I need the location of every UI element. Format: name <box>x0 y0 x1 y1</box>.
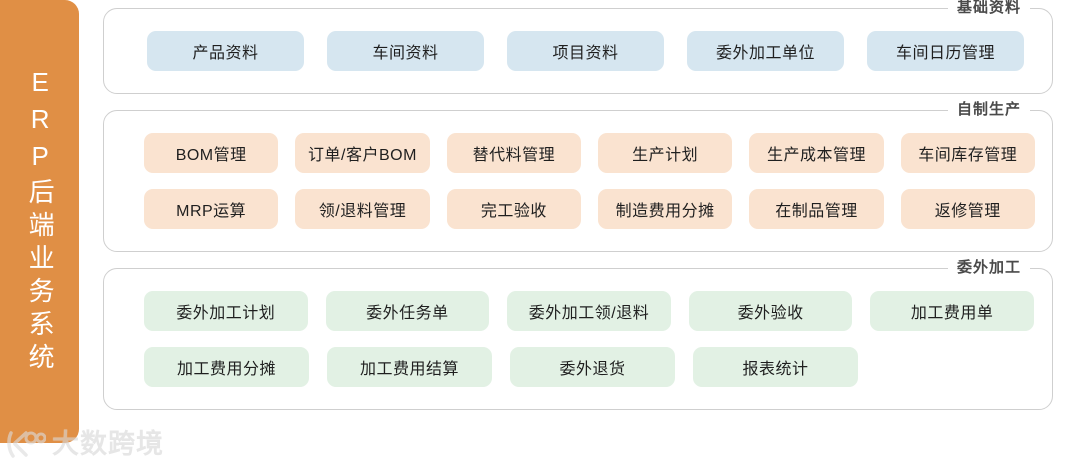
chip-row: 委外加工计划 委外任务单 委外加工领/退料 委外验收 加工费用单 <box>144 291 1052 331</box>
module-chip[interactable]: 替代料管理 <box>446 133 581 173</box>
module-chip[interactable]: 车间日历管理 <box>867 31 1024 71</box>
panel-outsourced-processing: 委外加工 委外加工计划 委外任务单 委外加工领/退料 委外验收 加工费用单 加工… <box>103 258 1053 410</box>
module-chip[interactable]: 产品资料 <box>147 31 304 71</box>
module-chip[interactable]: 委外加工领/退料 <box>507 291 671 331</box>
module-chip[interactable]: 加工费用单 <box>870 291 1034 331</box>
module-chip[interactable]: 领/退料管理 <box>295 189 430 229</box>
module-chip[interactable]: 报表统计 <box>693 347 858 387</box>
module-chip[interactable]: 生产计划 <box>597 133 733 173</box>
panel-body-basic-data: 产品资料 车间资料 项目资料 委外加工单位 车间日历管理 <box>104 9 1052 93</box>
panel-legend-outsourced-processing: 委外加工 <box>947 258 1030 278</box>
module-chip[interactable]: 完工验收 <box>446 189 581 229</box>
module-chip[interactable]: 委外任务单 <box>325 291 490 331</box>
sidebar-rail: ERP后端业务系统 <box>0 0 79 443</box>
module-chip[interactable]: 委外加工单位 <box>687 31 844 71</box>
module-chip[interactable]: 生产成本管理 <box>749 133 884 173</box>
sidebar-title: ERP后端业务系统 <box>25 67 56 376</box>
module-chip[interactable]: 加工费用结算 <box>327 347 492 387</box>
module-chip[interactable]: 加工费用分摊 <box>144 347 309 387</box>
panel-legend-in-house-production: 自制生产 <box>947 100 1030 120</box>
module-chip[interactable]: 项目资料 <box>507 31 664 71</box>
panel-basic-data: 基础资料 产品资料 车间资料 项目资料 委外加工单位 车间日历管理 <box>103 0 1053 94</box>
module-chip[interactable]: 车间库存管理 <box>900 133 1035 173</box>
module-chip[interactable]: BOM管理 <box>144 133 279 173</box>
module-chip[interactable]: 车间资料 <box>327 31 484 71</box>
module-chip[interactable]: MRP运算 <box>144 189 279 229</box>
module-panels: 基础资料 产品资料 车间资料 项目资料 委外加工单位 车间日历管理 自制生产 B… <box>103 0 1053 410</box>
panel-in-house-production: 自制生产 BOM管理 订单/客户BOM 替代料管理 生产计划 生产成本管理 车间… <box>103 100 1053 252</box>
module-chip[interactable]: 委外退货 <box>510 347 675 387</box>
module-chip[interactable]: 订单/客户BOM <box>295 133 430 173</box>
panel-body-in-house-production: BOM管理 订单/客户BOM 替代料管理 生产计划 生产成本管理 车间库存管理 … <box>104 111 1052 251</box>
chip-row: BOM管理 订单/客户BOM 替代料管理 生产计划 生产成本管理 车间库存管理 <box>144 133 1052 173</box>
chip-row: MRP运算 领/退料管理 完工验收 制造费用分摊 在制品管理 返修管理 <box>144 189 1052 229</box>
module-chip[interactable]: 委外加工计划 <box>144 291 308 331</box>
chip-row: 产品资料 车间资料 项目资料 委外加工单位 车间日历管理 <box>147 31 1052 71</box>
module-chip[interactable]: 返修管理 <box>900 189 1035 229</box>
panel-legend-basic-data: 基础资料 <box>947 0 1030 18</box>
panel-body-outsourced-processing: 委外加工计划 委外任务单 委外加工领/退料 委外验收 加工费用单 加工费用分摊 … <box>104 269 1052 409</box>
module-chip[interactable]: 委外验收 <box>688 291 853 331</box>
module-chip[interactable]: 制造费用分摊 <box>597 189 733 229</box>
chip-row: 加工费用分摊 加工费用结算 委外退货 报表统计 <box>144 347 1052 387</box>
module-chip[interactable]: 在制品管理 <box>749 189 884 229</box>
